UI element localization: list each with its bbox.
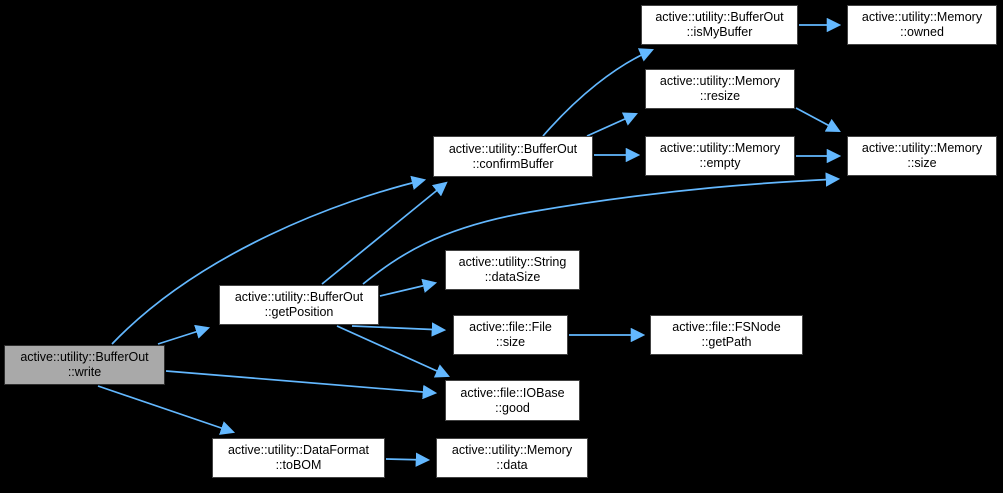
node-string-data-size[interactable]: active::utility::String ::dataSize <box>445 250 580 290</box>
edge-get-position-to-confirm-buffer <box>321 181 448 285</box>
edge-write-to-dataformat-to-bom <box>97 385 236 435</box>
node-label-line1: active::utility::DataFormat <box>227 443 369 457</box>
edge-get-position-to-file-size <box>351 322 447 337</box>
node-label-line2: ::toBOM <box>275 458 322 472</box>
edge-get-position-to-string-data-size <box>379 278 438 297</box>
node-memory-owned[interactable]: active::utility::Memory ::owned <box>847 5 997 45</box>
node-label-line2: ::data <box>496 458 528 472</box>
node-label-line2: ::dataSize <box>484 270 541 284</box>
node-label-line2: ::size <box>907 156 937 170</box>
node-label-line1: active::file::File <box>469 320 552 334</box>
node-memory-data[interactable]: active::utility::Memory ::data <box>436 438 588 478</box>
node-label-line1: active::file::IOBase <box>460 385 565 400</box>
node-label-line1: active::utility::Memory <box>861 141 983 155</box>
node-iobase-good[interactable]: active::file::IOBase ::good <box>445 380 580 421</box>
node-label-line1: active::utility::BufferOut <box>655 10 784 24</box>
node-memory-size[interactable]: active::utility::Memory ::size <box>847 136 997 176</box>
edge-confirm-buffer-to-is-my-buffer <box>542 48 654 137</box>
edge-write-to-get-position <box>157 324 211 345</box>
edge-get-position-to-iobase-good <box>336 325 450 378</box>
edge-dataformat-to-bom-to-memory-data <box>385 452 431 467</box>
node-label-line1: active::utility::Memory <box>659 141 781 155</box>
edge-get-position-to-memory-size <box>362 172 841 285</box>
edge-write-to-confirm-buffer <box>111 175 427 345</box>
node-label-line2: ::empty <box>699 156 741 170</box>
node-label-line1: active::utility::BufferOut <box>234 290 364 304</box>
node-bufferout-is-my-buffer[interactable]: active::utility::BufferOut ::isMyBuffer <box>641 5 798 45</box>
node-label-line2: ::good <box>495 400 530 415</box>
node-label-line2: ::resize <box>699 89 741 103</box>
node-file-size[interactable]: active::file::File ::size <box>453 315 568 355</box>
node-memory-empty[interactable]: active::utility::Memory ::empty <box>645 136 795 176</box>
node-dataformat-to-bom[interactable]: active::utility::DataFormat ::toBOM <box>212 438 385 478</box>
node-label-line1: active::file::FSNode <box>672 320 781 334</box>
node-label-line2: ::isMyBuffer <box>686 25 753 39</box>
node-label-line2: ::getPath <box>701 335 752 349</box>
node-label-line2: ::owned <box>900 25 944 39</box>
node-label-line2: ::confirmBuffer <box>472 156 554 171</box>
node-label-line1: active::utility::BufferOut <box>448 141 578 156</box>
edge-confirm-buffer-to-memory-resize <box>586 112 638 137</box>
node-label-line1: active::utility::String <box>458 255 567 269</box>
node-bufferout-get-position[interactable]: active::utility::BufferOut ::getPosition <box>219 285 379 325</box>
node-label-line1: active::utility::Memory <box>861 10 983 24</box>
edge-memory-resize-to-memory-size <box>795 107 841 133</box>
node-label-line2: ::size <box>495 335 526 349</box>
edge-write-to-iobase-good <box>165 370 438 400</box>
node-label-line2: ::getPosition <box>264 305 334 319</box>
node-bufferout-confirm-buffer[interactable]: active::utility::BufferOut ::confirmBuff… <box>433 136 593 177</box>
node-label-line1: active::utility::Memory <box>451 443 573 457</box>
node-label-line1: active::utility::Memory <box>659 74 781 88</box>
node-fsnode-get-path[interactable]: active::file::FSNode ::getPath <box>650 315 803 355</box>
node-label-line2: ::write <box>67 365 102 379</box>
node-memory-resize[interactable]: active::utility::Memory ::resize <box>645 69 795 109</box>
node-label-line1: active::utility::BufferOut <box>20 350 149 364</box>
node-bufferout-write: active::utility::BufferOut ::write <box>4 345 165 385</box>
